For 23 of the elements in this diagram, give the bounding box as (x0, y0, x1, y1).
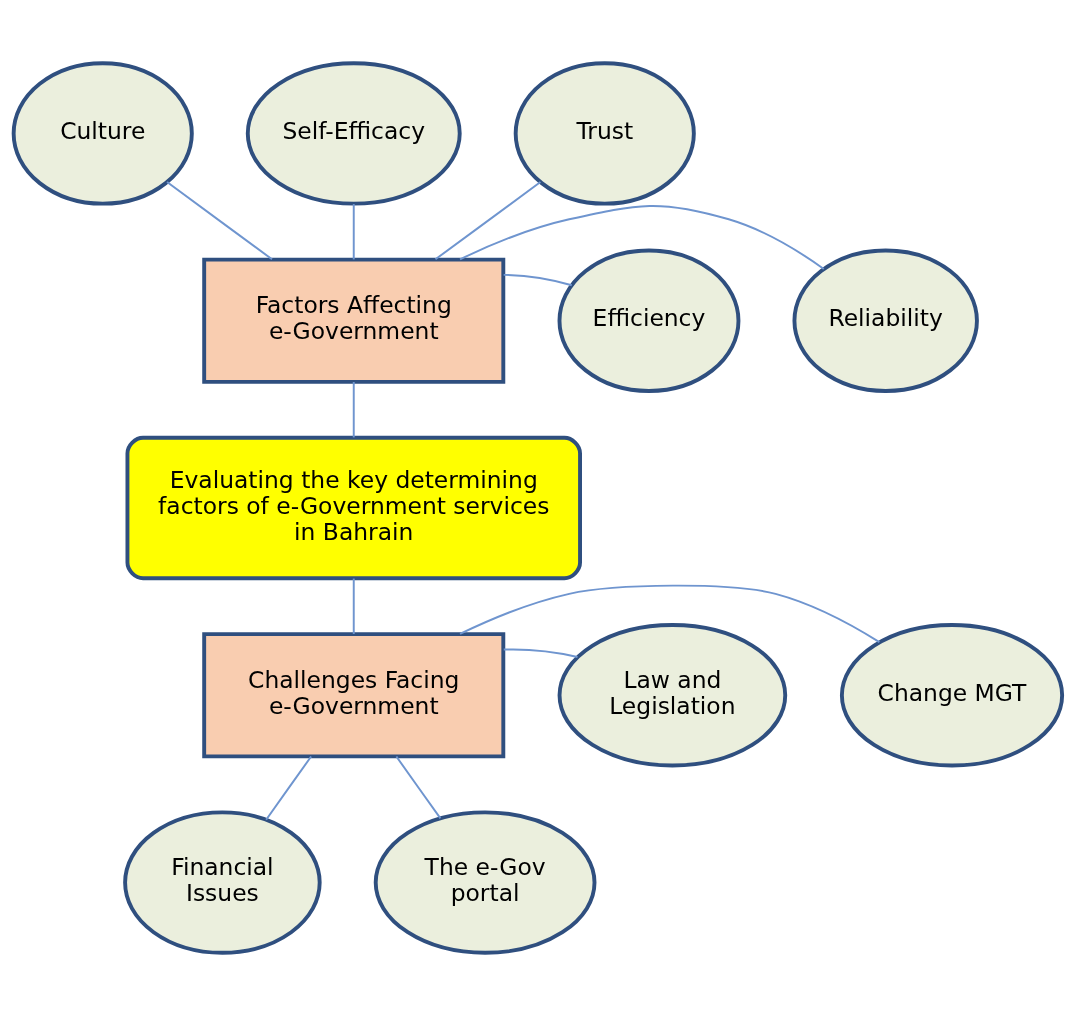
node-ellipse: The e-Gov portal (373, 809, 597, 955)
connector (459, 584, 881, 643)
node-ellipse: Change MGT (839, 622, 1065, 767)
connector (434, 180, 542, 260)
connector (166, 180, 273, 260)
node-ellipse: Law and Legislation (557, 622, 788, 767)
connector (265, 755, 313, 821)
node-ellipse: Financial Issues (123, 809, 322, 955)
node-ellipse: Self-Efficacy (245, 60, 462, 206)
connector (352, 202, 355, 260)
connector (395, 755, 442, 819)
node-ellipse: Reliability (792, 248, 979, 393)
connector (502, 647, 579, 658)
connector (502, 273, 573, 286)
connector (352, 380, 355, 438)
connector (459, 204, 825, 270)
node-box: Factors Affecting e-Government (202, 257, 506, 384)
node-ellipse: Efficiency (557, 248, 741, 393)
node-ellipse: Culture (11, 60, 194, 206)
node-box: Evaluating the key determining factors of e-Government services in Bahrain (125, 435, 582, 580)
node-box: Challenges Facing e-Government (202, 631, 506, 758)
connector (352, 577, 355, 635)
node-ellipse: Trust (513, 60, 696, 206)
